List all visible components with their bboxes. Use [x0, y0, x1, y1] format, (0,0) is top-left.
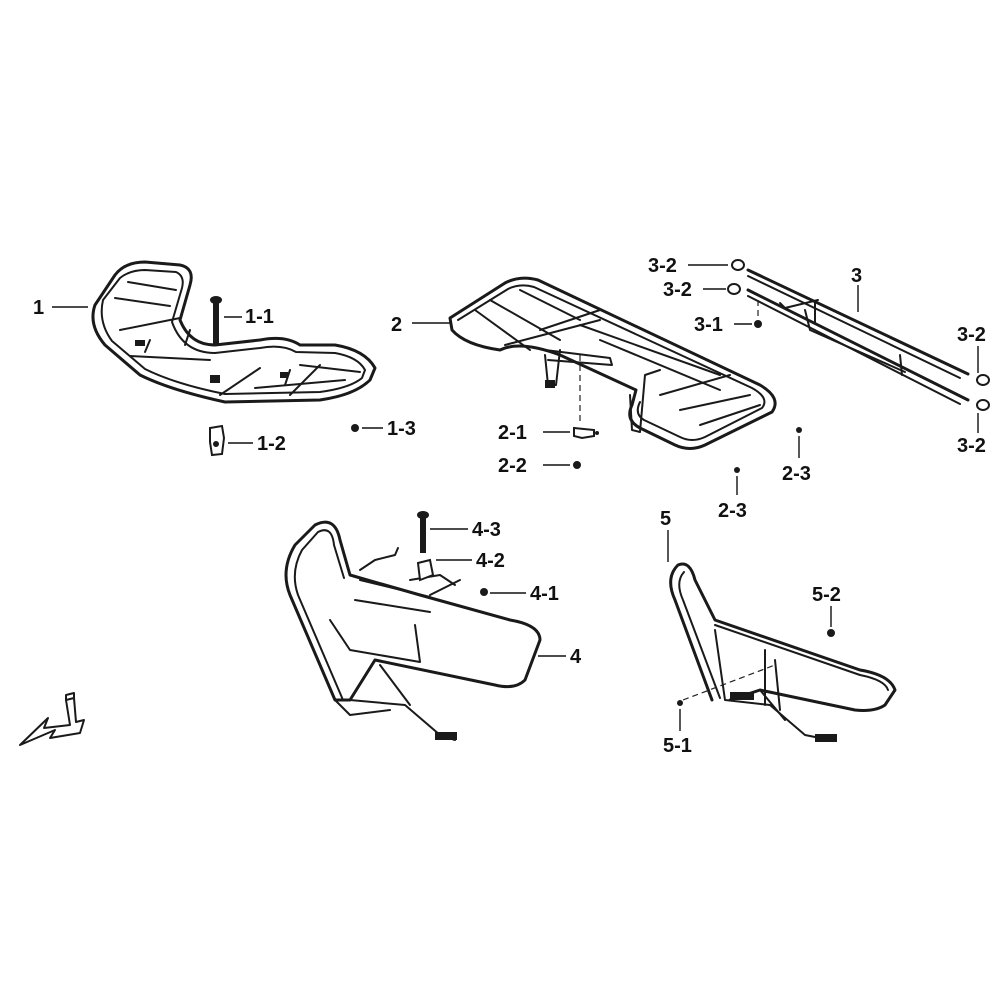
callout-3: 3	[851, 265, 862, 287]
callout-4-2: 4-2	[476, 550, 505, 572]
bolt-3-1	[754, 320, 762, 328]
nut-2-2	[573, 461, 581, 469]
rear-bumper-guard	[669, 562, 897, 742]
callout-1-2: 1-2	[257, 433, 286, 455]
bracket-1-2	[209, 424, 226, 457]
cap-3-2-b	[727, 283, 741, 295]
bracket-2-1	[573, 426, 599, 440]
callout-1: 1	[33, 297, 44, 319]
cap-3-2-a	[731, 259, 745, 271]
callout-5: 5	[660, 508, 671, 530]
callout-2-1: 2-1	[498, 422, 527, 444]
callout-3-1: 3-1	[694, 314, 723, 336]
bolt-4-3	[417, 511, 429, 553]
callout-2-2: 2-2	[498, 455, 527, 477]
callout-2-3-b: 2-3	[718, 500, 747, 522]
nut-5-2	[827, 629, 835, 637]
callout-1-3: 1-3	[387, 418, 416, 440]
bolt-1-1	[210, 296, 222, 344]
callout-5-1: 5-1	[663, 735, 692, 757]
side-rail-assembly	[746, 268, 970, 405]
callout-3-2-d: 3-2	[957, 435, 986, 457]
callout-3-2-c: 3-2	[957, 324, 986, 346]
callout-5-2: 5-2	[812, 584, 841, 606]
nut-4-1	[480, 588, 488, 596]
callout-3-2-b: 3-2	[663, 279, 692, 301]
front-carrier-rack	[91, 260, 377, 404]
callout-3-2-a: 3-2	[648, 255, 677, 277]
cap-3-2-c	[976, 374, 990, 386]
callout-4-3: 4-3	[472, 519, 501, 541]
nut-1-3	[351, 424, 359, 432]
callout-2: 2	[391, 314, 402, 336]
cap-3-2-d	[976, 399, 990, 411]
callout-2-3-a: 2-3	[782, 463, 811, 485]
front-direction-arrow-icon	[19, 692, 85, 746]
callout-1-1: 1-1	[245, 306, 274, 328]
callout-4: 4	[570, 646, 582, 668]
bolt-5-1	[677, 700, 683, 706]
nut-2-3b	[734, 467, 740, 473]
nut-2-3a	[796, 427, 802, 433]
rear-carrier-rack	[448, 276, 777, 450]
callout-4-1: 4-1	[530, 583, 559, 605]
front-bumper-guard	[284, 520, 542, 741]
dashed-line-5	[682, 664, 776, 701]
bracket-4-2	[416, 558, 435, 582]
